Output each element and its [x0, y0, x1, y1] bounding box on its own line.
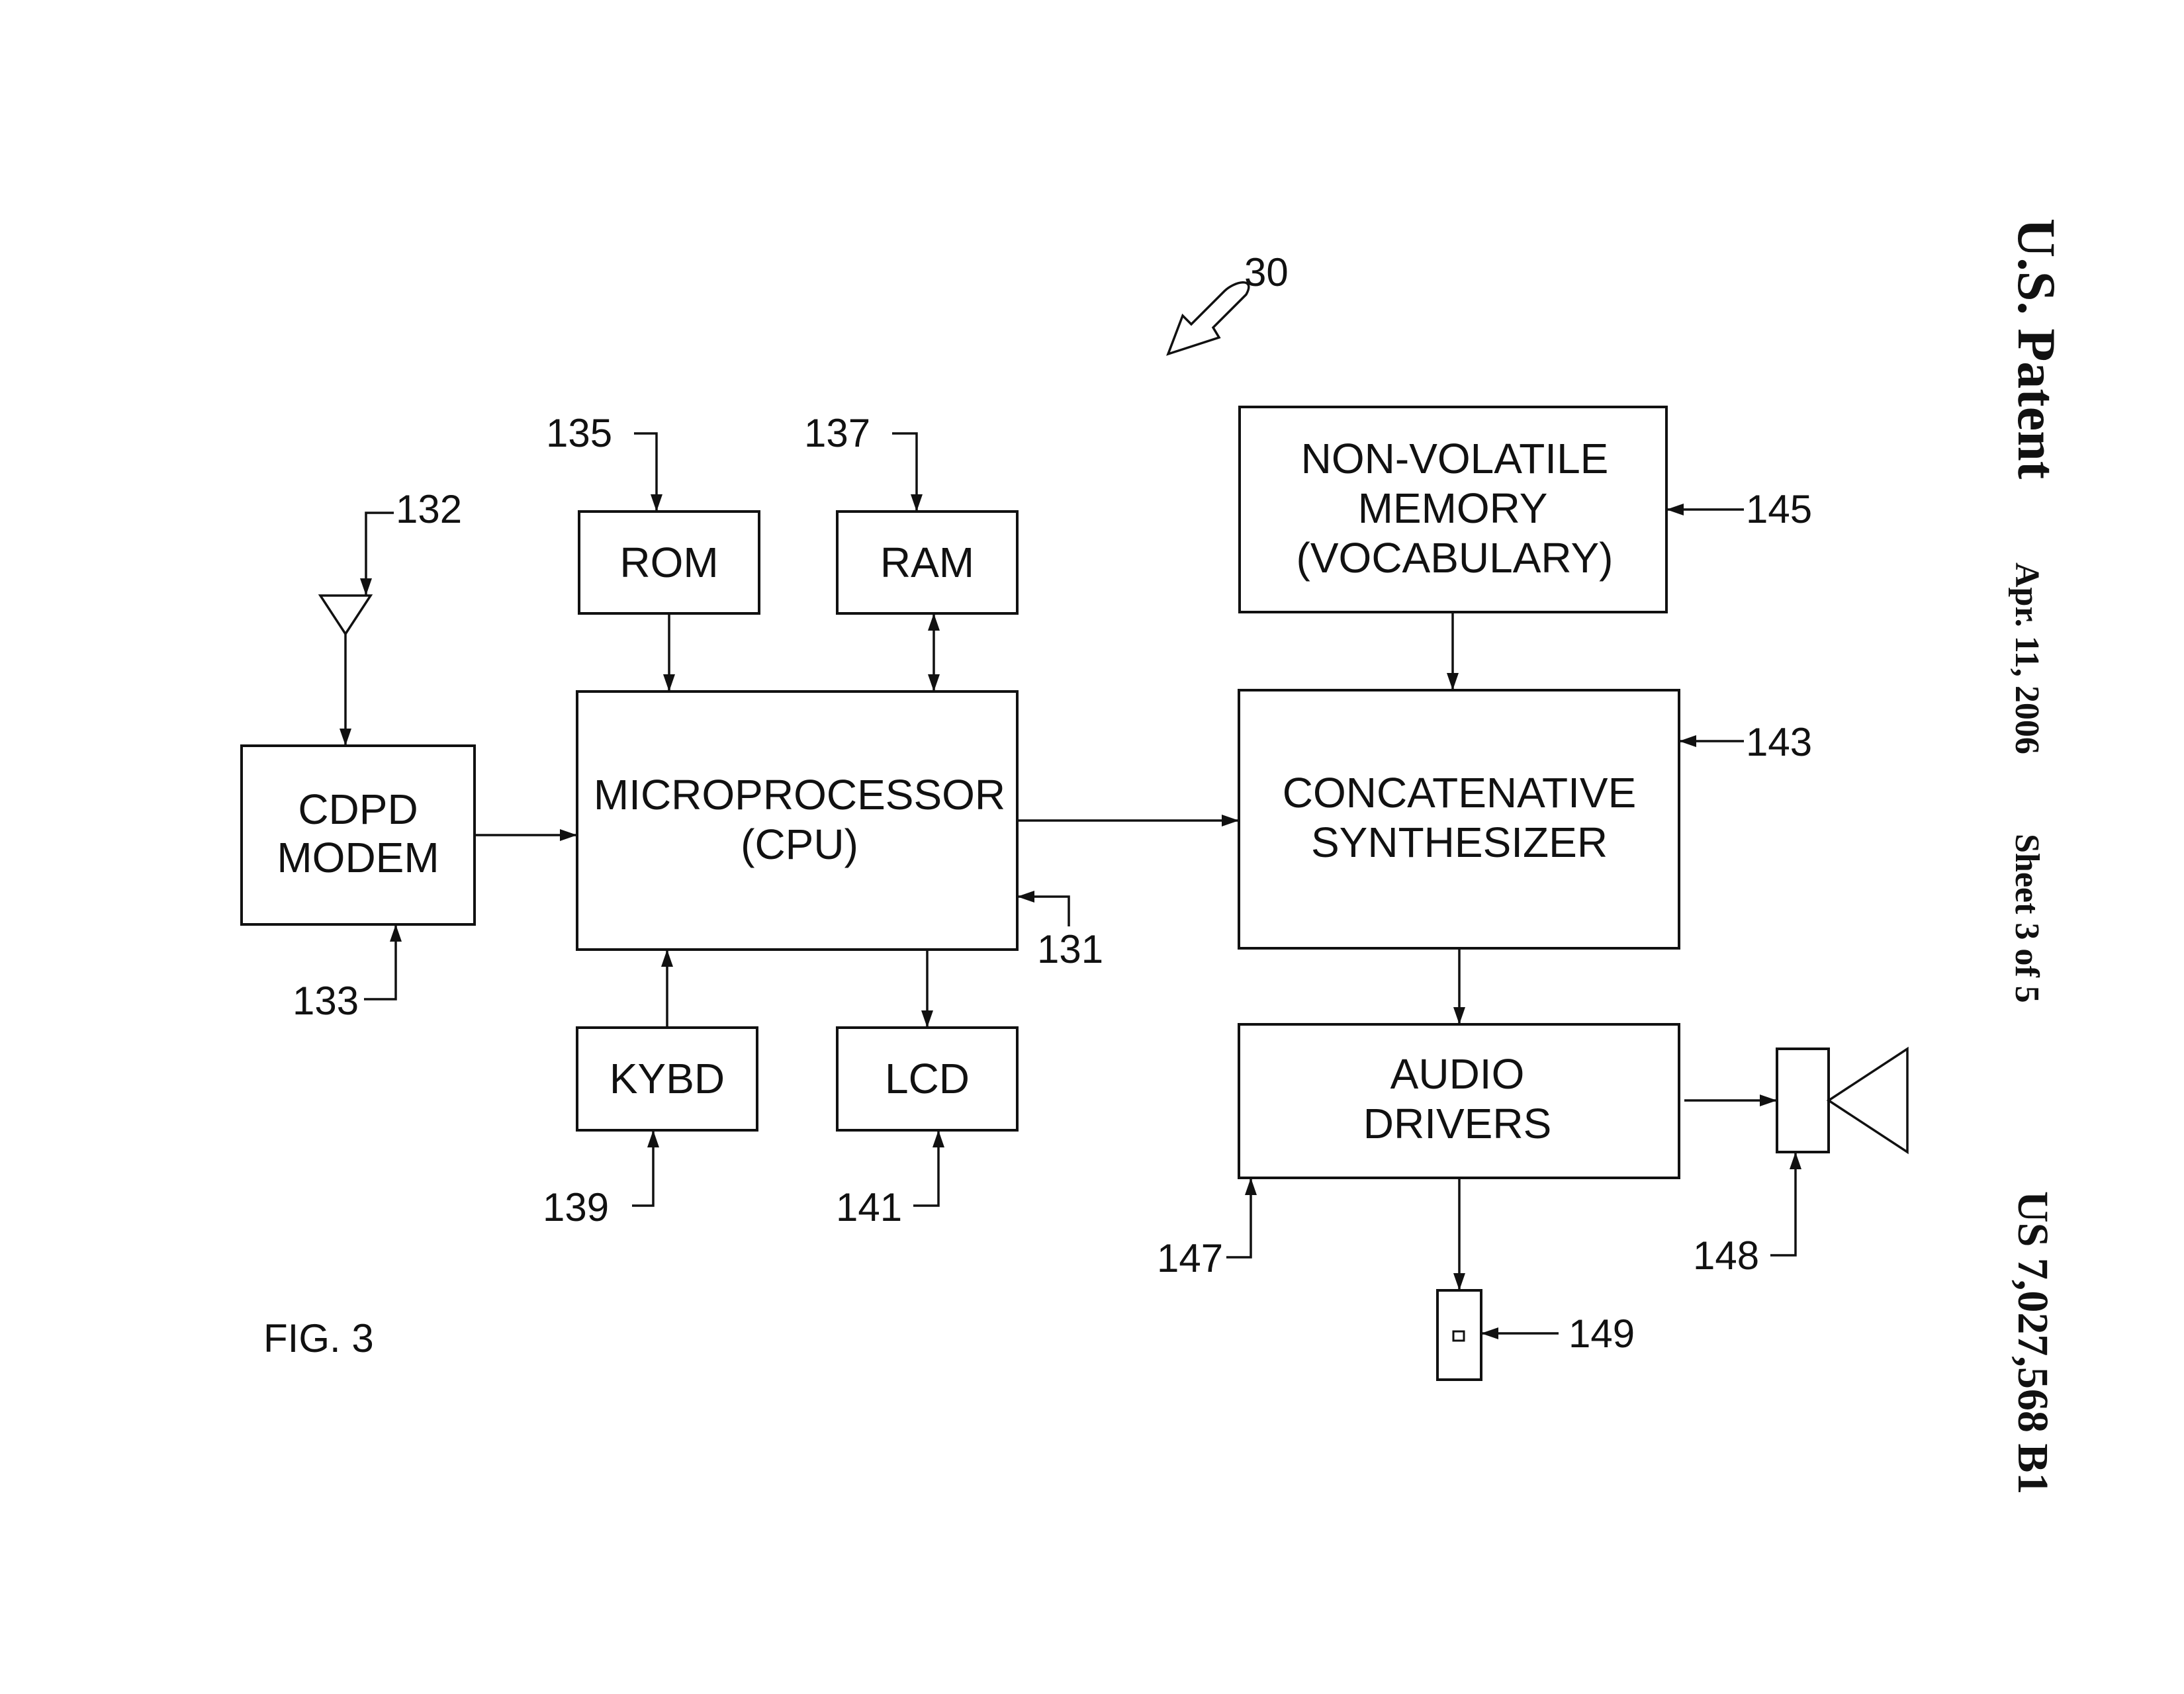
ref-139: 139	[543, 1185, 609, 1229]
header-patent: U.S. Patent	[2007, 218, 2067, 479]
ref-149: 149	[1569, 1312, 1635, 1356]
figure-label: FIG. 3	[263, 1316, 374, 1360]
ref-147: 147	[1157, 1236, 1223, 1280]
cpu-label-2: (CPU)	[741, 821, 858, 868]
ref-145: 145	[1746, 487, 1812, 531]
nvm-label-2: MEMORY	[1358, 484, 1548, 532]
cpu-label-1: MICROPROCESSOR	[594, 771, 1005, 819]
kybd-label: KYBD	[610, 1055, 725, 1102]
leader-147	[1226, 1178, 1251, 1257]
antenna-icon	[320, 596, 371, 634]
leader-141	[913, 1130, 938, 1206]
header: U.S. Patent Apr. 11, 2006 Sheet 3 of 5 U…	[2007, 218, 2067, 1494]
header-date: Apr. 11, 2006	[2008, 562, 2046, 754]
ref-148: 148	[1693, 1233, 1759, 1278]
synth-label-2: SYNTHESIZER	[1311, 819, 1608, 866]
audio-label-1: AUDIO	[1390, 1050, 1525, 1098]
ref-135: 135	[546, 411, 612, 455]
nvm-label-3: (VOCABULARY)	[1297, 534, 1614, 582]
leader-133	[364, 924, 396, 999]
header-sheet: Sheet 3 of 5	[2008, 834, 2046, 1003]
ref-143: 143	[1746, 720, 1812, 764]
audio-label-2: DRIVERS	[1363, 1100, 1552, 1147]
header-number: US 7,027,568 B1	[2009, 1191, 2057, 1494]
rom-label: ROM	[619, 539, 718, 586]
ref-30: 30	[1244, 250, 1289, 294]
leader-135	[634, 433, 657, 512]
leader-137	[892, 433, 917, 512]
synth-label-1: CONCATENATIVE	[1283, 769, 1637, 817]
lcd-label: LCD	[885, 1055, 970, 1102]
leader-131	[1017, 897, 1069, 926]
speaker-icon	[1777, 1049, 1907, 1152]
ref-131: 131	[1037, 927, 1103, 971]
ref-141: 141	[836, 1185, 902, 1229]
ram-label: RAM	[880, 539, 974, 586]
leader-148	[1770, 1152, 1796, 1255]
ref-132: 132	[396, 487, 462, 531]
headphone-jack-icon	[1437, 1290, 1481, 1380]
hollow-arrow-icon	[1168, 283, 1249, 354]
ref-30-group: 30	[1168, 250, 1289, 354]
cdpd-label-2: MODEM	[277, 834, 439, 881]
cdpd-label-1: CDPD	[298, 785, 418, 833]
ref-137: 137	[804, 411, 870, 455]
nvm-label-1: NON-VOLATILE	[1301, 435, 1609, 482]
ref-133: 133	[293, 979, 359, 1023]
leader-139	[632, 1130, 653, 1206]
leader-132	[366, 513, 394, 596]
